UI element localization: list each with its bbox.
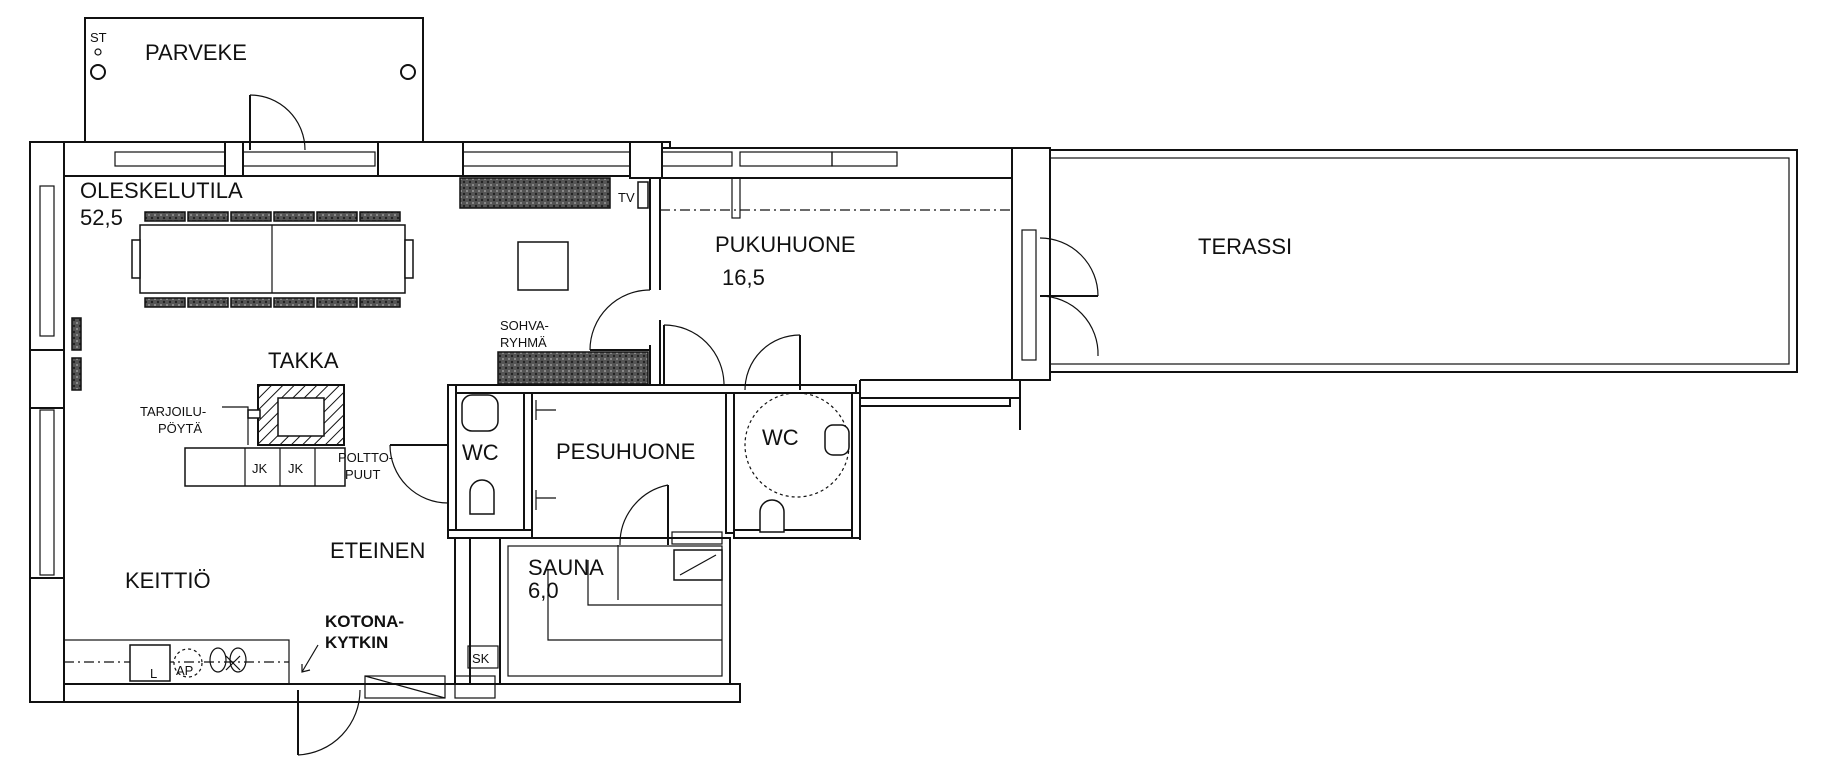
label-pukuhuone: PUKUHUONE: [715, 232, 856, 257]
label-st: ST: [90, 30, 107, 45]
label-jk-1: JK: [252, 461, 268, 476]
terrace: [1044, 149, 1798, 373]
label-ap: AP: [176, 663, 193, 678]
kitchen-counter: [184, 447, 346, 487]
label-jk-2: JK: [288, 461, 304, 476]
windows: [29, 141, 1037, 703]
sofa-group: [459, 177, 649, 385]
label-pukuhuone-area: 16,5: [722, 265, 765, 290]
label-sohvaryhma-1: SOHVA-: [500, 318, 549, 333]
label-terassi: TERASSI: [1198, 234, 1292, 259]
doors: [249, 94, 1099, 756]
wc-right-fixtures: [744, 392, 850, 533]
label-eteinen: ETEINEN: [330, 538, 425, 563]
label-wc-right: WC: [762, 425, 799, 450]
label-sauna: SAUNA: [528, 555, 604, 580]
room-labels: PARVEKE ST OLESKELUTILA 52,5 TV PUKUHUON…: [80, 30, 1292, 681]
label-wc-left: WC: [462, 440, 499, 465]
label-sohvaryhma-2: RYHMÄ: [500, 335, 547, 350]
label-tarjoilupoyta-2: PÖYTÄ: [158, 421, 202, 436]
balcony: [84, 17, 424, 145]
wc-left-fixtures: [461, 394, 556, 669]
label-polttopuut-2: PUUT: [345, 467, 380, 482]
interior-walls: [447, 177, 1012, 685]
label-oleskelutila-area: 52,5: [80, 205, 123, 230]
label-keittio: KEITTIÖ: [125, 568, 211, 593]
label-oleskelutila: OLESKELUTILA: [80, 178, 243, 203]
dining-table: [71, 211, 414, 391]
label-kotonakytkin-1: KOTONA-: [325, 612, 404, 631]
label-pesuhuone: PESUHUONE: [556, 439, 695, 464]
label-tarjoilupoyta-1: TARJOILU-: [140, 404, 206, 419]
fireplace: [222, 384, 345, 446]
label-sauna-area: 6,0: [528, 578, 559, 603]
label-sk: SK: [472, 651, 490, 666]
label-takka: TAKKA: [268, 348, 339, 373]
label-polttopuut-1: POLTTO-: [338, 450, 393, 465]
label-kotonakytkin-2: KYTKIN: [325, 633, 388, 652]
kitchen-fixtures: [63, 639, 319, 685]
label-parveke: PARVEKE: [145, 40, 247, 65]
label-tv: TV: [618, 190, 635, 205]
label-l: L: [150, 666, 157, 681]
